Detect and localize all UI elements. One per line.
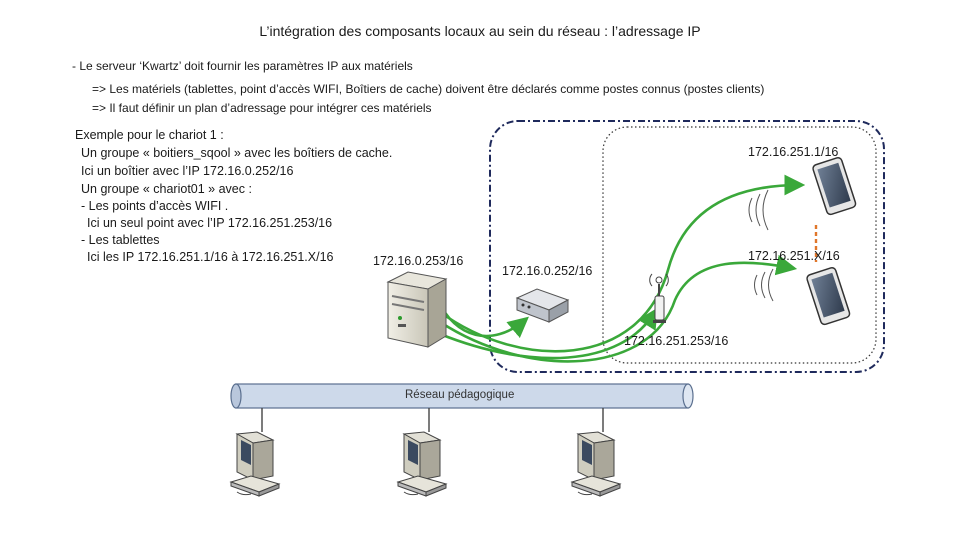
- tablet1-ip-label: 172.16.251.1/16: [748, 145, 839, 159]
- server-icon: [386, 271, 448, 348]
- access-point-ip-label: 172.16.251.253/16: [624, 334, 729, 348]
- cache-box-icon: [515, 288, 570, 323]
- intro-line-1: - Le serveur ‘Kwartz’ doit fournir les p…: [72, 59, 413, 73]
- link-server-ap: [439, 307, 658, 360]
- chariot-group-boundary: [602, 126, 877, 364]
- example-line: Un groupe « boitiers_sqool » avec les bo…: [81, 146, 393, 160]
- desktop-computer-icon: [570, 431, 622, 497]
- example-line: - Les tablettes: [81, 233, 160, 247]
- intro-line-3: => Il faut définir un plan d’adressage p…: [92, 101, 432, 115]
- example-line: - Les points d’accès WIFI .: [81, 199, 229, 213]
- network-links: [436, 174, 806, 363]
- desktop-computer-icon: [396, 431, 448, 497]
- example-line: Ici les IP 172.16.251.1/16 à 172.16.251.…: [87, 250, 334, 264]
- page-title: L’intégration des composants locaux au s…: [259, 23, 701, 39]
- tablet-icon: [812, 157, 857, 216]
- example-line: Un groupe « chariot01 » avec :: [81, 182, 252, 196]
- wireless-waves: [748, 189, 774, 302]
- wifi-access-point-icon: [649, 273, 669, 323]
- example-heading: Exemple pour le chariot 1 :: [75, 128, 224, 142]
- desktop-computer-icon: [229, 431, 281, 497]
- example-line: Ici un boîtier avec l’IP 172.16.0.252/16: [81, 164, 294, 178]
- link-server-tablet1: [439, 174, 806, 353]
- tablet2-ip-label: 172.16.251.X/16: [748, 249, 840, 263]
- cart-boundary: [489, 120, 885, 373]
- cache-box-ip-label: 172.16.0.252/16: [502, 264, 593, 278]
- network-pipe: [230, 383, 694, 409]
- network-label: Réseau pédagogique: [405, 389, 515, 401]
- server-ip-label: 172.16.0.253/16: [373, 254, 464, 268]
- network-drops: [261, 408, 604, 432]
- tablet-icon: [806, 267, 851, 326]
- example-line: Ici un seul point avec l’IP 172.16.251.2…: [87, 216, 333, 230]
- intro-line-2: => Les matériels (tablettes, point d’acc…: [92, 82, 765, 96]
